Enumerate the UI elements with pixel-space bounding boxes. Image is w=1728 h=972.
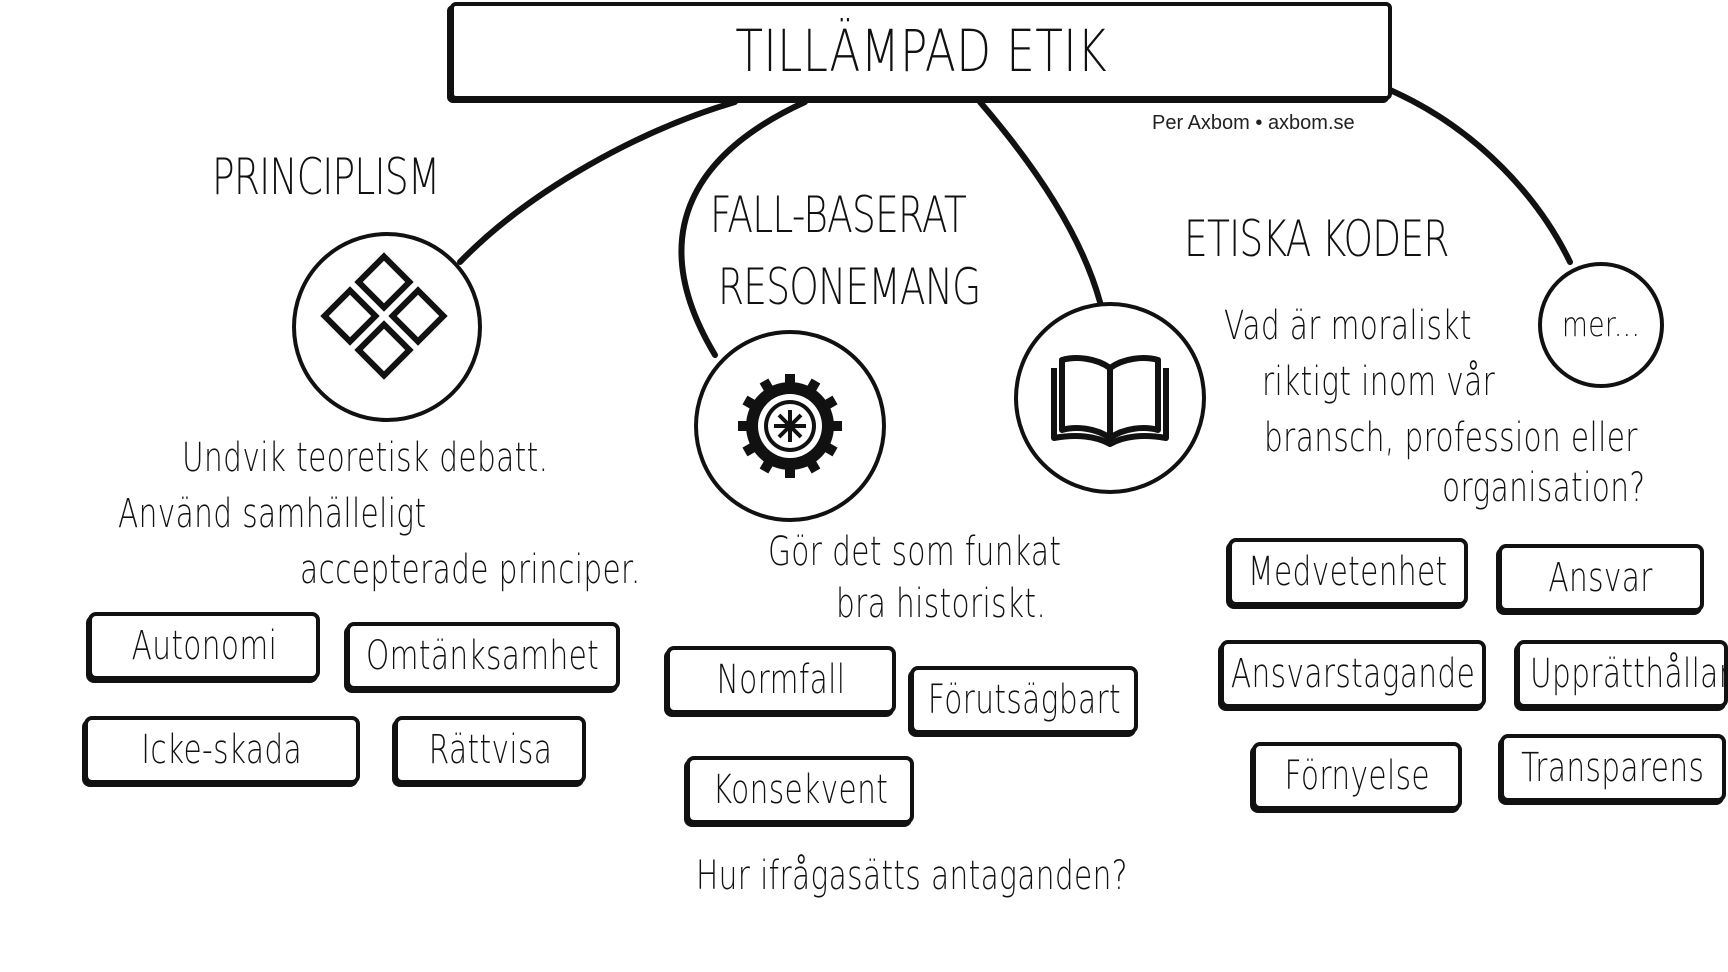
codes-heading: ETISKA KODER	[1184, 210, 1449, 268]
codes-desc-4: organisation?	[1442, 465, 1646, 511]
casebased-question: Hur ifrågasätts antaganden?	[696, 853, 1128, 899]
casebased-desc-2: bra historiskt.	[836, 581, 1047, 627]
tag-omtanksamhet: Omtänksamhet	[346, 622, 620, 690]
principlism-desc-2: Använd samhälleligt	[118, 491, 427, 537]
gear-icon	[738, 374, 842, 478]
principlism-desc-3: accepterade principer.	[300, 547, 641, 593]
principlism-heading: PRINCIPLISM	[212, 148, 440, 206]
tag-konsekvent: Konsekvent	[686, 756, 914, 824]
tag-upprathallande: Upprätthållande	[1516, 640, 1728, 708]
tag-fornyelse: Förnyelse	[1252, 742, 1462, 810]
tag-autonomi: Autonomi	[88, 612, 320, 680]
tag-normfall: Normfall	[666, 646, 896, 714]
principles-diamond-icon	[320, 252, 448, 380]
title-box: TILLÄMPAD ETIK	[450, 2, 1392, 100]
casebased-heading-1: FALL-BASERAT	[710, 186, 967, 244]
casebased-heading-2: RESONEMANG	[718, 258, 981, 316]
casebased-gear-circle	[694, 330, 886, 522]
more-label: mer...	[1561, 305, 1641, 345]
tag-transparens: Transparens	[1500, 734, 1726, 802]
page-title: TILLÄMPAD ETIK	[735, 17, 1107, 85]
tag-forutsagbart: Förutsägbart	[910, 666, 1138, 734]
principlism-desc-1: Undvik teoretisk debatt.	[182, 435, 549, 481]
codes-desc-1: Vad är moraliskt	[1224, 303, 1472, 349]
codes-desc-2: riktigt inom vår	[1262, 359, 1496, 405]
book-icon	[1051, 355, 1169, 447]
codes-desc-3: bransch, profession eller	[1264, 415, 1638, 461]
principlism-circle	[292, 232, 482, 422]
tag-icke-skada: Icke-skada	[84, 716, 360, 784]
casebased-book-circle	[1014, 302, 1206, 494]
tag-ansvarstagande: Ansvarstagande	[1220, 640, 1486, 708]
credit-text: Per Axbom • axbom.se	[1152, 112, 1355, 134]
tag-medvetenhet: Medvetenhet	[1228, 538, 1468, 606]
tag-rattvisa: Rättvisa	[394, 716, 586, 784]
tag-ansvar: Ansvar	[1498, 544, 1704, 612]
casebased-desc-1: Gör det som funkat	[768, 529, 1062, 575]
more-circle: mer...	[1538, 262, 1664, 388]
